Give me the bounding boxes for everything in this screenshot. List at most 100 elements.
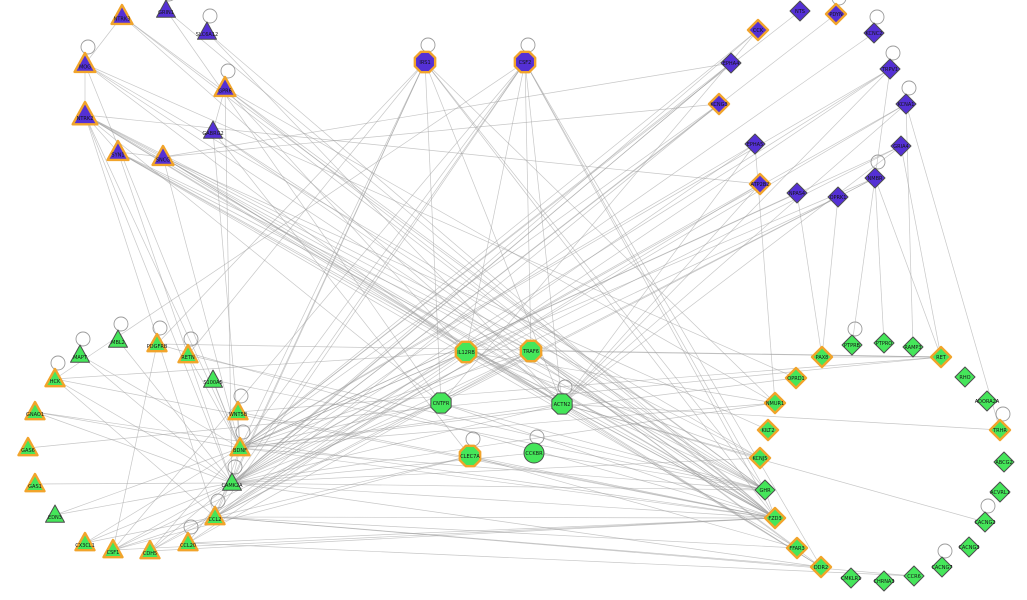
graph-node-PDGFRB[interactable]: PDGFRB xyxy=(146,332,168,353)
graph-node-CACNG3[interactable]: CACNG3 xyxy=(958,536,980,558)
graph-node-CSF2[interactable]: CSF2 xyxy=(513,50,537,74)
triangle-node-shape[interactable] xyxy=(102,538,124,559)
graph-node-KCNC2[interactable]: KCNC2 xyxy=(863,22,885,44)
triangle-node-shape[interactable] xyxy=(203,120,223,139)
triangle-node-shape[interactable] xyxy=(108,329,128,348)
graph-node-PAX8[interactable]: PAX8 xyxy=(810,345,834,369)
diamond-node-shape[interactable] xyxy=(756,418,780,442)
graph-node-RAMP3[interactable]: RAMP3 xyxy=(902,336,924,358)
triangle-node-shape[interactable] xyxy=(146,332,168,353)
triangle-node-shape[interactable] xyxy=(70,344,90,363)
diamond-node-shape[interactable] xyxy=(864,167,886,189)
graph-node-IL12RB[interactable]: IL12RB xyxy=(454,340,478,364)
graph-node-GRIN1[interactable]: GRIN1 xyxy=(156,0,176,18)
triangle-node-shape[interactable] xyxy=(44,367,66,388)
diamond-node-shape[interactable] xyxy=(754,479,776,501)
diamond-node-shape[interactable] xyxy=(786,182,808,204)
diamond-node-shape[interactable] xyxy=(827,186,849,208)
diamond-node-shape[interactable] xyxy=(763,391,787,415)
graph-node-CACNG7[interactable]: CACNG7 xyxy=(931,556,953,578)
graph-node-CCR6[interactable]: CCR6 xyxy=(903,565,925,587)
graph-node-CACNG2[interactable]: CACNG2 xyxy=(974,511,996,533)
diamond-node-shape[interactable] xyxy=(746,18,770,42)
diamond-node-shape[interactable] xyxy=(840,567,862,589)
graph-node-MAPT[interactable]: MAPT xyxy=(70,344,90,363)
triangle-node-shape[interactable] xyxy=(197,21,217,40)
diamond-node-shape[interactable] xyxy=(879,58,901,80)
graph-node-TRHR[interactable]: TRHR xyxy=(988,418,1012,442)
graph-node-GNAO1[interactable]: GNAO1 xyxy=(24,400,46,421)
graph-node-KILT2[interactable]: KILT2 xyxy=(756,418,780,442)
triangle-node-shape[interactable] xyxy=(229,436,251,457)
graph-node-SLC6A12[interactable]: SLC6A12 xyxy=(196,21,218,40)
graph-node-CNTFR[interactable]: CNTFR xyxy=(430,392,452,414)
diamond-node-shape[interactable] xyxy=(993,451,1015,473)
diamond-node-shape[interactable] xyxy=(841,334,863,356)
graph-node-WNT5B[interactable]: WNT5B xyxy=(227,400,249,421)
diamond-node-shape[interactable] xyxy=(824,2,848,26)
triangle-node-shape[interactable] xyxy=(74,531,96,552)
diamond-node-shape[interactable] xyxy=(720,52,742,74)
diamond-node-shape[interactable] xyxy=(744,133,766,155)
diamond-node-shape[interactable] xyxy=(958,536,980,558)
octagon-node-shape[interactable] xyxy=(430,392,452,414)
graph-node-CCK[interactable]: CCK xyxy=(746,18,770,42)
diamond-node-shape[interactable] xyxy=(931,556,953,578)
graph-node-GRIA4[interactable]: GRIA4 xyxy=(890,135,912,157)
diamond-node-shape[interactable] xyxy=(785,536,809,560)
diamond-node-shape[interactable] xyxy=(974,511,996,533)
graph-node-NTRK2[interactable]: NTRK2 xyxy=(71,100,99,126)
graph-node-CCL20[interactable]: CCL20 xyxy=(177,531,199,552)
diamond-node-shape[interactable] xyxy=(748,172,772,196)
triangle-node-shape[interactable] xyxy=(71,100,99,126)
graph-node-ADORA2A[interactable]: ADORA2A xyxy=(975,390,1000,412)
diamond-node-shape[interactable] xyxy=(873,332,895,354)
diamond-node-shape[interactable] xyxy=(707,92,731,116)
graph-node-KCNG3[interactable]: KCNG3 xyxy=(707,92,731,116)
graph-node-PTPRB[interactable]: PTPRB xyxy=(841,334,863,356)
graph-node-MOG[interactable]: MOG xyxy=(73,51,97,74)
graph-node-ACTN2[interactable]: ACTN2 xyxy=(551,393,573,415)
graph-node-ACVRL1[interactable]: ACVRL1 xyxy=(989,481,1011,503)
diamond-node-shape[interactable] xyxy=(809,555,833,579)
diamond-node-shape[interactable] xyxy=(895,93,917,115)
triangle-node-shape[interactable] xyxy=(17,436,39,457)
triangle-node-shape[interactable] xyxy=(213,75,237,98)
diamond-node-shape[interactable] xyxy=(989,481,1011,503)
diamond-node-shape[interactable] xyxy=(810,345,834,369)
triangle-node-shape[interactable] xyxy=(203,369,223,388)
diamond-node-shape[interactable] xyxy=(789,0,811,22)
graph-node-GAS1[interactable]: GAS1 xyxy=(24,472,46,493)
graph-node-FZD3[interactable]: FZD3 xyxy=(763,506,787,530)
graph-node-IRS1[interactable]: IRS1 xyxy=(413,50,437,74)
graph-node-MBL2[interactable]: MBL2 xyxy=(108,329,128,348)
diamond-node-shape[interactable] xyxy=(976,390,998,412)
graph-node-KCNA1[interactable]: KCNA1 xyxy=(895,93,917,115)
triangle-node-shape[interactable] xyxy=(204,505,226,526)
graph-node-FFAR3[interactable]: FFAR3 xyxy=(785,536,809,560)
graph-node-HCK[interactable]: HCK xyxy=(44,367,66,388)
triangle-node-shape[interactable] xyxy=(177,343,199,364)
graph-node-CCKBR[interactable]: CCKBR xyxy=(523,442,545,464)
graph-node-RHO[interactable]: RHO xyxy=(954,366,976,388)
diamond-node-shape[interactable] xyxy=(748,446,772,470)
graph-node-NTRK3[interactable]: NTRK3 xyxy=(110,3,134,26)
triangle-node-shape[interactable] xyxy=(106,139,130,162)
diamond-node-shape[interactable] xyxy=(863,22,885,44)
triangle-node-shape[interactable] xyxy=(73,51,97,74)
graph-node-DDR2[interactable]: DDR2 xyxy=(809,555,833,579)
diamond-node-shape[interactable] xyxy=(902,336,924,358)
diamond-node-shape[interactable] xyxy=(890,135,912,157)
octagon-node-shape[interactable] xyxy=(551,393,573,415)
graph-node-NPAS4[interactable]: NPAS4 xyxy=(786,182,808,204)
octagon-node-shape[interactable] xyxy=(519,339,543,363)
diamond-node-shape[interactable] xyxy=(954,366,976,388)
diamond-node-shape[interactable] xyxy=(929,345,953,369)
graph-node-TRAF6[interactable]: TRAF6 xyxy=(519,339,543,363)
octagon-node-shape[interactable] xyxy=(454,340,478,364)
triangle-node-shape[interactable] xyxy=(222,472,242,491)
diamond-node-shape[interactable] xyxy=(903,565,925,587)
graph-node-RET[interactable]: RET xyxy=(929,345,953,369)
triangle-node-shape[interactable] xyxy=(227,400,249,421)
graph-node-PTPRO[interactable]: PTPRO xyxy=(873,332,895,354)
